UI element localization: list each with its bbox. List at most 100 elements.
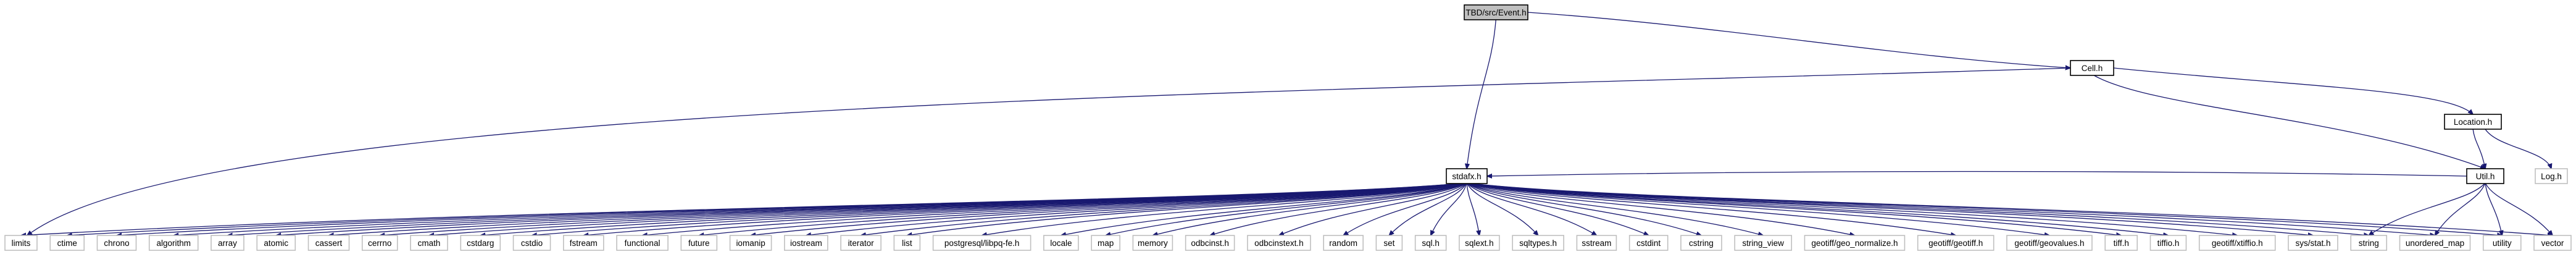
- node-algorithm[interactable]: algorithm: [148, 235, 199, 251]
- node-limits[interactable]: limits: [4, 235, 38, 251]
- node-util[interactable]: Util.h: [2466, 168, 2504, 184]
- node-cstdio[interactable]: cstdio: [512, 235, 551, 251]
- node-cstdint[interactable]: cstdint: [1628, 235, 1669, 251]
- edge-stdafx-to-tiffio: [1470, 183, 2169, 235]
- node-label: ctime: [57, 239, 77, 248]
- node-geotiff[interactable]: geotiff/geotiff.h: [1917, 235, 1995, 251]
- node-tiffio[interactable]: tiffio.h: [2149, 235, 2187, 251]
- node-label: sqltypes.h: [1519, 239, 1557, 248]
- node-ctime[interactable]: ctime: [49, 235, 85, 251]
- node-location[interactable]: Location.h: [2444, 114, 2502, 130]
- node-box: [2482, 235, 2522, 251]
- edge-location-to-util: [2472, 129, 2485, 169]
- node-box: [1464, 4, 1528, 20]
- node-box: [2444, 114, 2502, 130]
- edge-event-to-cell: [1527, 12, 2070, 68]
- node-cell[interactable]: Cell.h: [2070, 60, 2114, 76]
- node-fstream[interactable]: fstream: [563, 235, 604, 251]
- node-chrono[interactable]: chrono: [96, 235, 137, 251]
- edge-stdafx-to-locale: [1061, 183, 1465, 235]
- node-list[interactable]: list: [893, 235, 921, 251]
- node-vector[interactable]: vector: [2533, 235, 2572, 251]
- node-label: geotiff/xtiffio.h: [2212, 239, 2263, 248]
- edge-stdafx-to-future: [699, 183, 1463, 235]
- node-cstring[interactable]: cstring: [1680, 235, 1722, 251]
- edge-stdafx-to-iostream: [806, 183, 1464, 235]
- node-cmath[interactable]: cmath: [410, 235, 448, 251]
- node-box: [1414, 235, 1447, 251]
- node-box: [460, 235, 501, 251]
- node-functional[interactable]: functional: [616, 235, 669, 251]
- node-label: geotiff/geovalues.h: [2014, 239, 2084, 248]
- node-string[interactable]: string: [2350, 235, 2388, 251]
- edge-stdafx-to-iomanip: [751, 183, 1464, 235]
- node-box: [2399, 235, 2471, 251]
- node-label: future: [688, 239, 710, 248]
- node-box: [1734, 235, 1792, 251]
- node-sstream[interactable]: sstream: [1576, 235, 1617, 251]
- node-box: [1132, 235, 1173, 251]
- node-iostream[interactable]: iostream: [784, 235, 828, 251]
- node-box: [1247, 235, 1311, 251]
- node-random[interactable]: random: [1323, 235, 1364, 251]
- node-label: TBD/src/Event.h: [1465, 8, 1526, 17]
- node-box: [680, 235, 718, 251]
- node-tiff[interactable]: tiff.h: [2104, 235, 2138, 251]
- node-label: fstream: [570, 239, 598, 248]
- edge-stdafx-to-geotiff: [1469, 183, 1956, 235]
- node-box: [2535, 168, 2568, 184]
- node-odbcinst[interactable]: odbcinst.h: [1185, 235, 1235, 251]
- node-utility[interactable]: utility: [2482, 235, 2522, 251]
- node-box: [729, 235, 772, 251]
- node-geovalues[interactable]: geotiff/geovalues.h: [2006, 235, 2093, 251]
- node-array[interactable]: array: [210, 235, 244, 251]
- node-cerrno[interactable]: cerrno: [361, 235, 398, 251]
- edge-stdafx-to-geovalues: [1469, 183, 2049, 235]
- node-iomanip[interactable]: iomanip: [729, 235, 772, 251]
- edge-stdafx-to-geo_normalize: [1468, 183, 1854, 235]
- node-box: [932, 235, 1032, 251]
- node-label: algorithm: [157, 239, 191, 248]
- node-sql[interactable]: sql.h: [1414, 235, 1447, 251]
- node-unordered-map[interactable]: unordered_map: [2399, 235, 2471, 251]
- node-xtiffio[interactable]: geotiff/xtiffio.h: [2198, 235, 2276, 251]
- edge-event-to-stdafx: [1467, 19, 1496, 169]
- node-label: list: [902, 239, 912, 248]
- node-label: geotiff/geo_normalize.h: [1811, 239, 1898, 248]
- node-sqltypes[interactable]: sqltypes.h: [1512, 235, 1564, 251]
- edge-cell-to-util: [2093, 75, 2485, 169]
- dependency-edges: [21, 12, 2553, 235]
- node-future[interactable]: future: [680, 235, 718, 251]
- node-geo-normalize[interactable]: geotiff/geo_normalize.h: [1804, 235, 1906, 251]
- node-sqlext[interactable]: sqlext.h: [1459, 235, 1500, 251]
- edge-cell-to-limits: [27, 67, 2071, 235]
- node-sysstat[interactable]: sys/stat.h: [2288, 235, 2338, 251]
- edge-stdafx-to-unordered_map: [1471, 183, 2435, 235]
- node-libpq[interactable]: postgresql/libpq-fe.h: [932, 235, 1032, 251]
- node-string-view[interactable]: string_view: [1734, 235, 1792, 251]
- node-stdafx[interactable]: stdafx.h: [1446, 168, 1488, 184]
- node-label: Log.h: [2541, 172, 2562, 181]
- node-cstdarg[interactable]: cstdarg: [460, 235, 501, 251]
- node-cassert[interactable]: cassert: [307, 235, 350, 251]
- node-label: Util.h: [2476, 172, 2495, 181]
- node-odbcinstext[interactable]: odbcinstext.h: [1247, 235, 1311, 251]
- node-box: [1185, 235, 1235, 251]
- node-memory[interactable]: memory: [1132, 235, 1173, 251]
- node-atomic[interactable]: atomic: [256, 235, 296, 251]
- node-box: [1459, 235, 1500, 251]
- node-locale[interactable]: locale: [1043, 235, 1079, 251]
- node-log[interactable]: Log.h: [2535, 168, 2568, 184]
- node-label: cstdint: [1636, 239, 1661, 248]
- node-label: limits: [12, 239, 31, 248]
- edge-util-to-utility: [2485, 183, 2502, 235]
- edge-util-to-vector: [2485, 183, 2553, 235]
- node-label: postgresql/libpq-fe.h: [944, 239, 1020, 248]
- edge-util-to-string: [2369, 183, 2485, 235]
- edge-stdafx-to-odbcinst: [1210, 183, 1466, 235]
- node-iterator[interactable]: iterator: [840, 235, 882, 251]
- node-label: sys/stat.h: [2295, 239, 2330, 248]
- node-map[interactable]: map: [1091, 235, 1120, 251]
- node-set[interactable]: set: [1375, 235, 1403, 251]
- edge-stdafx-to-list: [907, 183, 1464, 235]
